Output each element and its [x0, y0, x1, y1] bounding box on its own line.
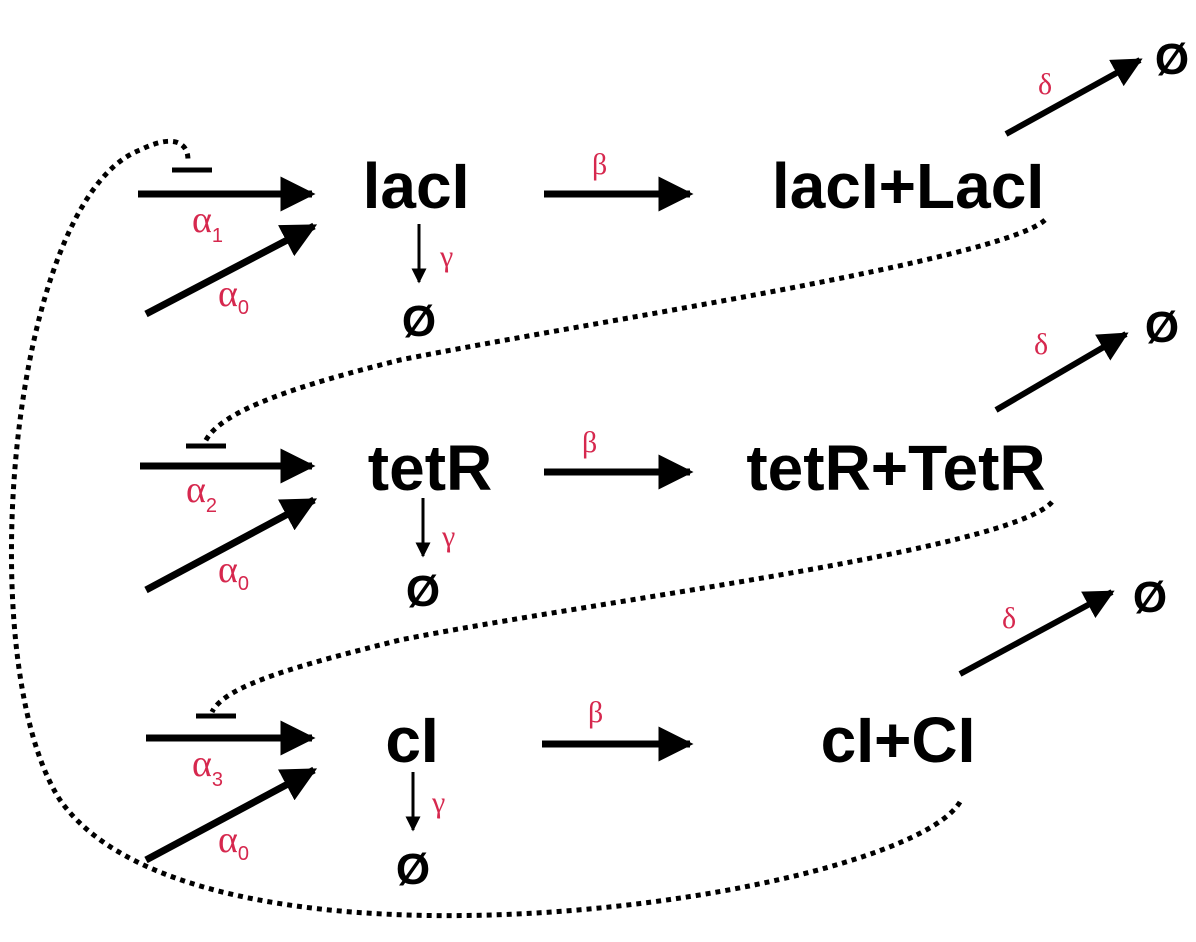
delta-label-tetR: δ [1034, 328, 1048, 361]
basal-transcription-arrow-cI [144, 766, 318, 864]
alpha-label-lacI: α1 [192, 199, 223, 247]
delta-label-cI: δ [1002, 602, 1016, 635]
beta-label-cI: β [588, 696, 603, 729]
gamma-label-lacI: γ [439, 240, 453, 273]
protein-degradation-arrow-tetR [994, 331, 1129, 413]
row-cI: α3 α0 cI γ Ø β cI+CI δ Ø [144, 573, 1167, 894]
null-symbol-lacI-mrna: Ø [402, 297, 436, 346]
repression-link-cI-to-lacI [8, 138, 963, 919]
null-symbol-tetR-mrna: Ø [406, 567, 440, 616]
protein-degradation-arrow-cI [958, 589, 1115, 677]
product-label-lacI: lacI+LacI [772, 150, 1044, 222]
basal-transcription-arrow-tetR [144, 496, 318, 594]
row-lacI: α1 α0 lacI γ Ø β lacI+LacI δ Ø [138, 35, 1189, 346]
protein-degradation-arrow-lacI [1004, 57, 1143, 137]
repression-link-tetR-to-cI [209, 500, 1054, 714]
alpha0-label-cI: α0 [218, 819, 249, 865]
gamma-label-cI: γ [431, 786, 445, 819]
beta-label-tetR: β [582, 426, 597, 459]
null-symbol-cI-mrna: Ø [396, 845, 430, 894]
alpha-label-tetR: α2 [186, 469, 217, 517]
alpha0-label-tetR: α0 [218, 549, 249, 595]
repression-link-lacI-to-tetR [202, 218, 1047, 444]
gene-label-lacI: lacI [363, 150, 470, 222]
product-label-tetR: tetR+TetR [746, 432, 1045, 504]
row-tetR: α2 α0 tetR γ Ø β tetR+TetR δ Ø [140, 303, 1179, 616]
null-symbol-tetR-protein: Ø [1145, 303, 1179, 352]
beta-label-lacI: β [592, 148, 607, 181]
gamma-label-tetR: γ [441, 520, 455, 553]
alpha0-label-lacI: α0 [218, 273, 249, 319]
gene-label-tetR: tetR [368, 432, 492, 504]
basal-transcription-arrow-lacI [144, 222, 318, 318]
null-symbol-lacI-protein: Ø [1155, 35, 1189, 84]
gene-label-cI: cI [385, 704, 438, 776]
alpha-label-cI: α3 [192, 743, 223, 791]
product-label-cI: cI+CI [821, 704, 976, 776]
null-symbol-cI-protein: Ø [1133, 573, 1167, 622]
delta-label-lacI: δ [1038, 68, 1052, 101]
